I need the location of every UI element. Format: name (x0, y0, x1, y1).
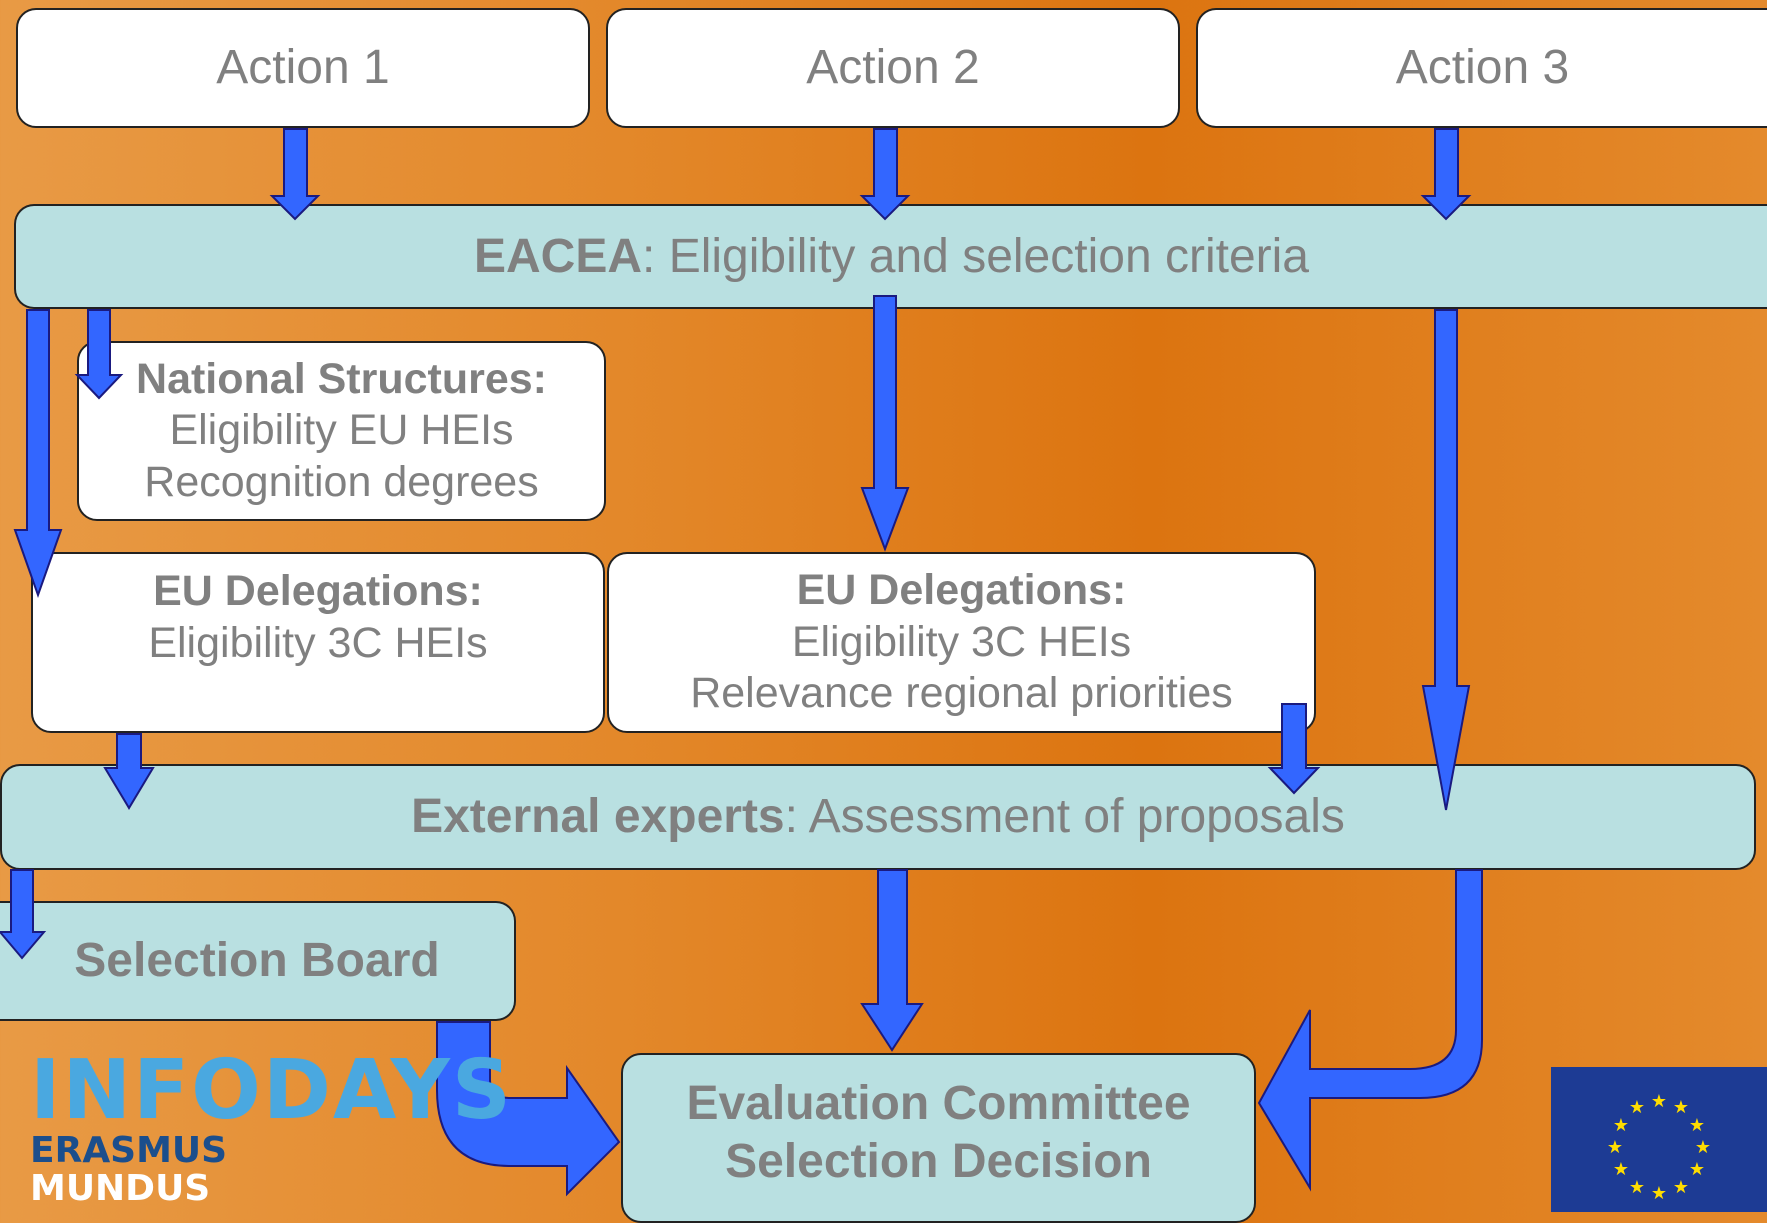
action-2-box: Action 2 (606, 8, 1180, 128)
eacea-box: EACEA: Eligibility and selection criteri… (14, 204, 1767, 309)
logo-mundus: MUNDUS (30, 1168, 211, 1209)
svg-text:★: ★ (1695, 1137, 1711, 1158)
svg-text:★: ★ (1629, 1177, 1645, 1198)
action-3-box: Action 3 (1196, 8, 1767, 128)
svg-text:★: ★ (1651, 1091, 1667, 1112)
arrow-action3-to-evaluation-committee (1257, 869, 1483, 1192)
svg-text:★: ★ (1629, 1097, 1645, 1118)
selection-board-label: Selection Board (74, 934, 440, 988)
eacea-title: EACEA (474, 229, 643, 283)
arrow-external-experts-to-evaluation-committee (860, 869, 924, 1052)
infodays-logo: INFODAYS ERASMUS MUNDUS (30, 1050, 513, 1208)
eu-delegations-right-box: EU Delegations: Eligibility 3C HEIs Rele… (607, 552, 1316, 733)
national-structures-box: National Structures: Eligibility EU HEIs… (77, 341, 606, 521)
external-experts-text: : Assessment of proposals (784, 790, 1345, 844)
svg-text:★: ★ (1689, 1159, 1705, 1180)
national-structures-line-2: Recognition degrees (144, 457, 539, 506)
evaluation-committee-line-1: Evaluation Committee (686, 1077, 1191, 1130)
svg-text:★: ★ (1613, 1159, 1629, 1180)
action-1-box: Action 1 (16, 8, 590, 128)
selection-board-box: Selection Board (0, 901, 516, 1021)
national-structures-line-1: Eligibility EU HEIs (169, 406, 514, 455)
eu-flag-icon: ★ ★★ ★★ ★★ ★★ ★★ ★ (1551, 1067, 1767, 1212)
eu-delegations-right-line-1: Eligibility 3C HEIs (791, 617, 1132, 666)
eacea-text: : Eligibility and selection criteria (642, 229, 1309, 283)
logo-erasmus: ERASMUS (30, 1130, 228, 1171)
evaluation-committee-line-2: Selection Decision (725, 1134, 1152, 1188)
eu-delegations-left-title: EU Delegations: (153, 567, 483, 615)
national-structures-title: National Structures: (136, 354, 547, 403)
eu-delegations-left-line-1: Eligibility 3C HEIs (148, 618, 488, 667)
external-experts-title: External experts (411, 790, 785, 844)
svg-text:★: ★ (1673, 1177, 1689, 1198)
action-1-label: Action 1 (216, 41, 390, 95)
arrow-eacea-to-eu-delegations-right (860, 295, 910, 552)
action-3-label: Action 3 (1395, 41, 1570, 95)
svg-text:★: ★ (1613, 1115, 1629, 1136)
svg-text:★: ★ (1607, 1137, 1623, 1158)
eu-delegations-left-box: EU Delegations: Eligibility 3C HEIs (31, 552, 605, 733)
svg-text:★: ★ (1689, 1115, 1705, 1136)
action-2-label: Action 2 (806, 41, 980, 95)
svg-text:★: ★ (1651, 1183, 1667, 1204)
eu-delegations-right-title: EU Delegations: (796, 566, 1127, 615)
evaluation-committee-box: Evaluation Committee Selection Decision (621, 1053, 1256, 1223)
logo-infodays: INFODAYS (30, 1043, 513, 1138)
eu-delegations-right-line-2: Relevance regional priorities (690, 669, 1233, 718)
external-experts-box: External experts: Assessment of proposal… (0, 764, 1756, 870)
svg-text:★: ★ (1673, 1097, 1689, 1118)
arrow-eacea-to-external-experts (1421, 309, 1471, 811)
